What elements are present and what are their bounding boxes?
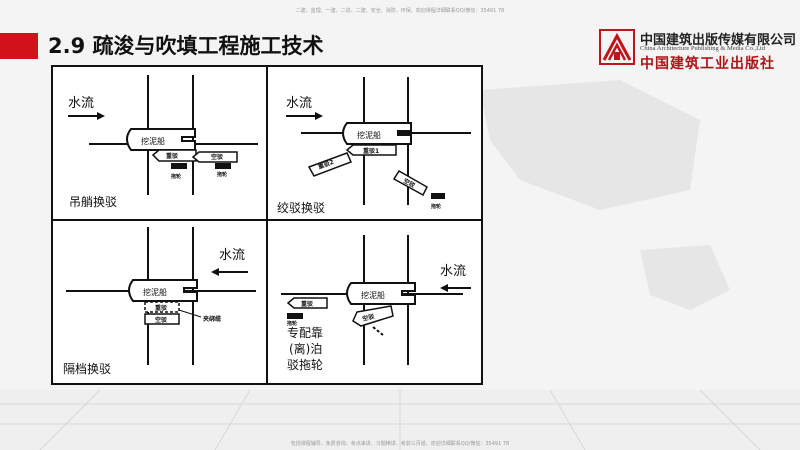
- panel-3-dredger-label: 挖泥船: [143, 287, 167, 297]
- panel-2-flow-label: 水流: [286, 96, 312, 111]
- panel-2-barge-label: 重驳1: [363, 147, 379, 155]
- publisher-name-cn: 中国建筑出版传媒有限公司: [640, 33, 797, 48]
- title-accent-bar: [0, 33, 38, 59]
- panel-1-dredger-label: 挖泥船: [141, 136, 165, 146]
- panel-3-flow-label: 水流: [219, 248, 245, 263]
- panel-4-caption-line-3: 驳拖轮: [287, 358, 323, 372]
- panel-3-caption: 隔档换驳: [63, 362, 111, 376]
- panel-4-caption-line-2: (离)泊: [289, 341, 322, 356]
- slide-title: 2.9 疏浚与吹填工程施工技术: [48, 34, 324, 58]
- panel-4-barge-label: 空驳: [362, 312, 377, 323]
- panel-4-caption-line-1: 专配靠: [287, 325, 323, 340]
- panel-3-barge-label: 重驳: [155, 304, 168, 312]
- barge-changing-diagram: 水流 挖泥船 重驳 空驳 拖轮 拖轮 吊艄换驳 水流 挖泥船 重驳1 重驳2: [51, 65, 483, 385]
- panel-4-tug-label: 拖轮: [287, 320, 297, 327]
- panel-4-flow-label: 水流: [440, 264, 466, 279]
- publisher-name-en: China Architecture Publishing & Media Co…: [640, 45, 766, 52]
- panel-1-barge-label: 空驳: [211, 153, 224, 161]
- panel-3: 水流 挖泥船 重驳 空驳 夹绑缆 隔档换驳: [63, 227, 256, 376]
- panel-1-tug-label: 拖轮: [217, 171, 227, 178]
- panel-3-lashing-label: 夹绑缆: [203, 315, 221, 323]
- panel-3-barge-label: 空驳: [155, 316, 168, 324]
- panel-1-tug-label: 拖轮: [171, 173, 181, 180]
- panel-1-barge-label: 重驳: [166, 152, 179, 160]
- publisher-calligraphy: 中国建筑工业出版社: [640, 56, 775, 72]
- panel-4-barge-label: 重驳: [301, 300, 314, 308]
- panel-2-caption: 绞驳换驳: [277, 200, 325, 215]
- panel-2: 水流 挖泥船 重驳1 重驳2 空驳 拖轮 绞驳换驳: [277, 77, 471, 215]
- panel-2-tug-label: 拖轮: [431, 203, 441, 210]
- top-watermark-note: 二建、监理、一建、二造、二建、安全、消防、环保、欢迎课程详细联系QQ/微信：35…: [295, 8, 505, 14]
- bottom-watermark-note: 包括课程辅导、免费咨询、考点串讲、习题精讲、考前三页纸、欢迎详细联系QQ/微信：…: [290, 441, 510, 447]
- panel-4: 水流 挖泥船 重驳 拖轮 空驳 专配靠 (离)泊 驳拖轮: [281, 235, 471, 372]
- panel-1-caption: 吊艄换驳: [69, 195, 117, 209]
- panel-1-flow-label: 水流: [68, 96, 94, 111]
- publisher-logo-icon: [599, 29, 635, 65]
- panel-2-dredger-label: 挖泥船: [357, 130, 381, 140]
- panel-1: 水流 挖泥船 重驳 空驳 拖轮 拖轮 吊艄换驳: [68, 75, 258, 209]
- floor-grid-background: [0, 390, 800, 450]
- panel-4-dredger-label: 挖泥船: [361, 290, 385, 300]
